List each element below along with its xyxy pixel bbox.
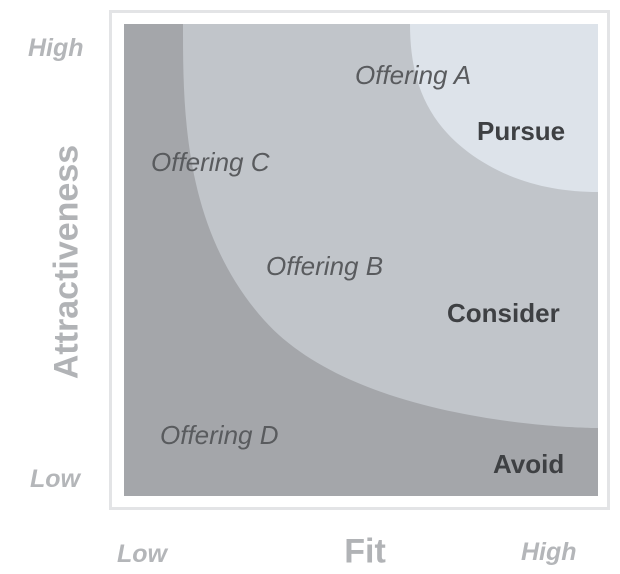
y-axis-title: Attractiveness <box>47 144 86 380</box>
pursue-zone <box>410 24 598 192</box>
zone-graphic <box>124 24 598 496</box>
x-axis-high-label: High <box>521 538 577 566</box>
offering-a-label: Offering A <box>355 60 472 90</box>
offering-b-label: Offering B <box>266 251 384 281</box>
avoid-zone-label: Avoid <box>493 449 565 479</box>
offering-c-label: Offering C <box>151 147 270 177</box>
x-axis-title: Fit <box>344 532 386 571</box>
consider-zone-label: Consider <box>447 298 560 328</box>
y-axis-low-label: Low <box>30 465 80 493</box>
offering-d-label: Offering D <box>160 420 279 450</box>
x-axis-low-label: Low <box>117 540 167 568</box>
pursue-zone-label: Pursue <box>477 116 566 146</box>
y-axis-high-label: High <box>28 34 84 62</box>
matrix-plot <box>124 24 598 496</box>
